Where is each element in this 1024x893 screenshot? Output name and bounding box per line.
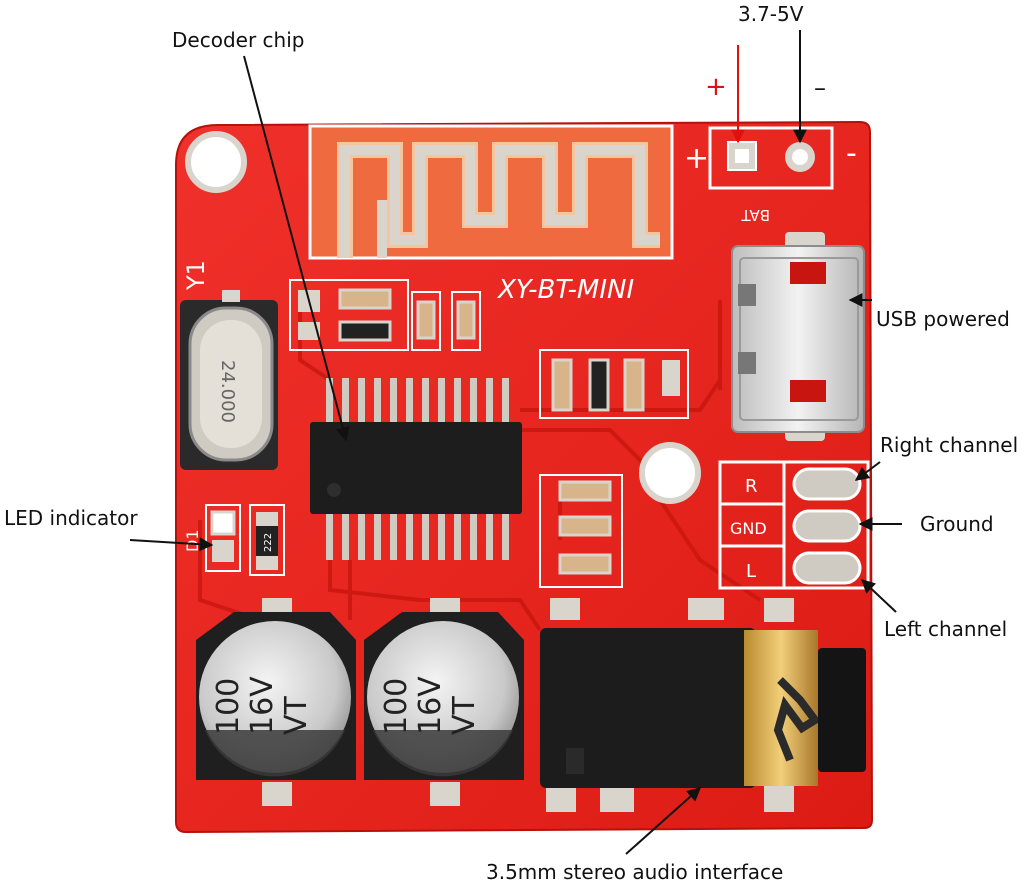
crystal-marking-text: 24.000 <box>217 360 238 423</box>
chip-pin-bottom <box>454 512 461 560</box>
chip-pin-bottom <box>470 512 477 560</box>
chip-pin-top <box>342 378 349 424</box>
arrow-right-channel <box>854 461 881 481</box>
chip-pin-top <box>422 378 429 424</box>
led-indicator-label: LED indicator <box>4 506 138 530</box>
board-model-text: XY-BT-MINI <box>496 275 634 305</box>
battery-label-text: BAT <box>741 206 770 224</box>
usb-powered-label: USB powered <box>876 307 1010 331</box>
voltage-label: 3.7-5V <box>738 2 804 26</box>
micro-usb-connector <box>731 232 865 441</box>
capacitor-left-rating: 16V <box>245 676 280 735</box>
capacitor-right-rating: 16V <box>413 676 448 735</box>
resistor-code-text: 222 <box>263 533 274 552</box>
chip-pin-top <box>326 378 333 424</box>
chip-pin-top <box>358 378 365 424</box>
plus-sign-label: + <box>705 72 727 102</box>
capacitor-left-voltage: 100 <box>211 678 246 735</box>
decoder-chip <box>310 378 522 560</box>
pad-label-gnd: GND <box>730 519 767 538</box>
electrolytic-capacitor-left: 100 16V VT <box>196 598 356 806</box>
battery-plus-text: + <box>684 141 709 176</box>
chip-pin-top <box>438 378 445 424</box>
chip-pin-top <box>470 378 477 424</box>
right-channel-label: Right channel <box>880 433 1019 457</box>
crystal-ref-text: Y1 <box>182 260 210 291</box>
chip-pin-bottom <box>502 512 509 560</box>
chip-pin-bottom <box>342 512 349 560</box>
capacitor-right-series: VT <box>447 695 482 735</box>
chip-pin-top <box>486 378 493 424</box>
chip-pin-bottom <box>438 512 445 560</box>
audio-interface-label: 3.5mm stereo audio interface <box>486 860 784 884</box>
led-ref-text: D1 <box>183 530 202 553</box>
smd-components <box>289 279 689 588</box>
audio-jack <box>540 598 866 812</box>
arrow-audio-interface <box>625 787 702 855</box>
arrow-decoder-chip <box>243 55 350 442</box>
chip-pin-top <box>502 378 509 424</box>
chip-pin-top <box>374 378 381 424</box>
chip-pin-bottom <box>422 512 429 560</box>
chip-pin-bottom <box>486 512 493 560</box>
battery-minus-text: - <box>846 136 857 171</box>
capacitor-right-voltage: 100 <box>379 678 414 735</box>
chip-pin-top <box>454 378 461 424</box>
led-and-resistor: 222 D1 <box>183 504 285 576</box>
chip-pin-bottom <box>358 512 365 560</box>
chip-pin-bottom <box>390 512 397 560</box>
capacitor-left-series: VT <box>279 695 314 735</box>
battery-terminals <box>708 126 834 190</box>
chip-pin-top <box>390 378 397 424</box>
arrow-left-channel <box>860 579 897 613</box>
decoder-chip-label: Decoder chip <box>172 28 305 52</box>
chip-pin-top <box>406 378 413 424</box>
arrow-led-indicator <box>129 537 214 552</box>
pad-label-l: L <box>746 561 756 582</box>
left-channel-label: Left channel <box>884 617 1008 641</box>
mounting-hole-top-left <box>185 131 247 193</box>
chip-pin-bottom <box>406 512 413 560</box>
pad-label-r: R <box>745 476 758 497</box>
chip-pin-bottom <box>326 512 333 560</box>
ground-label: Ground <box>920 512 994 536</box>
mounting-hole-center <box>639 442 701 504</box>
minus-sign-label: – <box>814 74 826 102</box>
electrolytic-capacitor-right: 100 16V VT <box>364 598 524 806</box>
chip-pin-bottom <box>374 512 381 560</box>
crystal-oscillator: 24.000 <box>180 290 278 470</box>
bluetooth-antenna <box>308 124 674 260</box>
